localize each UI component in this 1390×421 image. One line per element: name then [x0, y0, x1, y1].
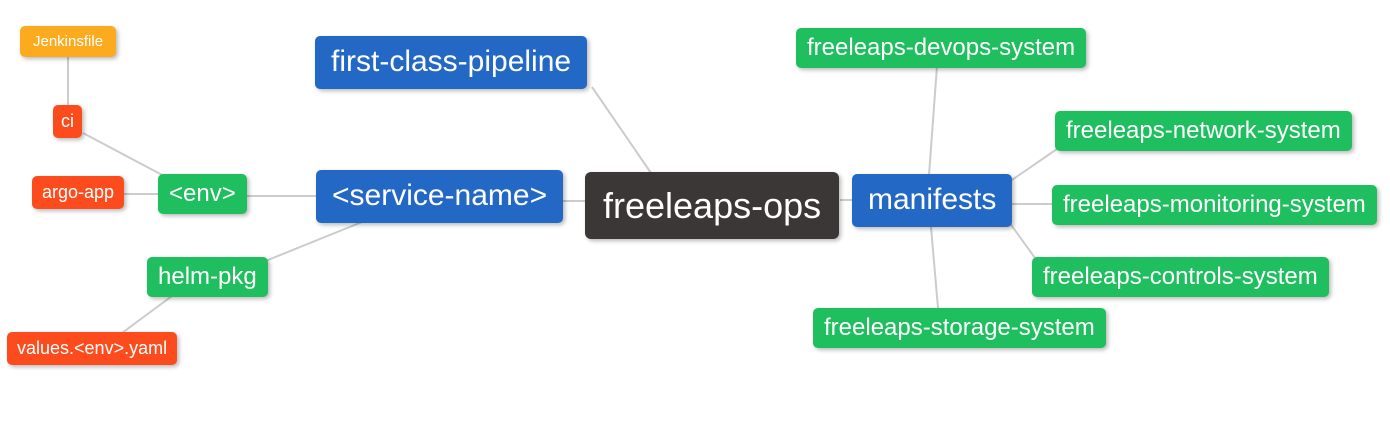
node-env[interactable]: <env> — [158, 174, 247, 214]
node-jenkinsfile[interactable]: Jenkinsfile — [20, 26, 117, 58]
node-freeleaps-storage-system[interactable]: freeleaps-storage-system — [813, 308, 1106, 348]
node-helm-pkg[interactable]: helm-pkg — [147, 257, 268, 297]
node-values-env-yaml[interactable]: values.<env>.yaml — [7, 332, 178, 365]
node-ci[interactable]: ci — [53, 105, 82, 138]
node-root-freeleaps-ops[interactable]: freeleaps-ops — [585, 172, 840, 240]
edge-helm-pkg-values-env-yaml — [121, 295, 173, 334]
edge-manifests-controls-system — [1008, 221, 1036, 259]
node-freeleaps-network-system[interactable]: freeleaps-network-system — [1055, 111, 1352, 151]
node-freeleaps-controls-system[interactable]: freeleaps-controls-system — [1032, 257, 1329, 297]
node-freeleaps-monitoring-system[interactable]: freeleaps-monitoring-system — [1052, 185, 1377, 225]
edge-manifests-storage-system — [930, 226, 939, 309]
node-argo-app[interactable]: argo-app — [32, 176, 125, 209]
node-first-class-pipeline[interactable]: first-class-pipeline — [315, 36, 588, 89]
edge-first-class-pipeline-root — [591, 86, 652, 174]
edge-manifests-devops-system — [928, 65, 938, 176]
edge-service-name-helm-pkg — [262, 221, 363, 263]
node-freeleaps-devops-system[interactable]: freeleaps-devops-system — [796, 28, 1087, 68]
edge-ci-env — [82, 132, 167, 178]
edge-manifests-network-system — [1008, 148, 1058, 183]
node-manifests[interactable]: manifests — [852, 174, 1013, 227]
node-service-name[interactable]: <service-name> — [316, 170, 564, 223]
